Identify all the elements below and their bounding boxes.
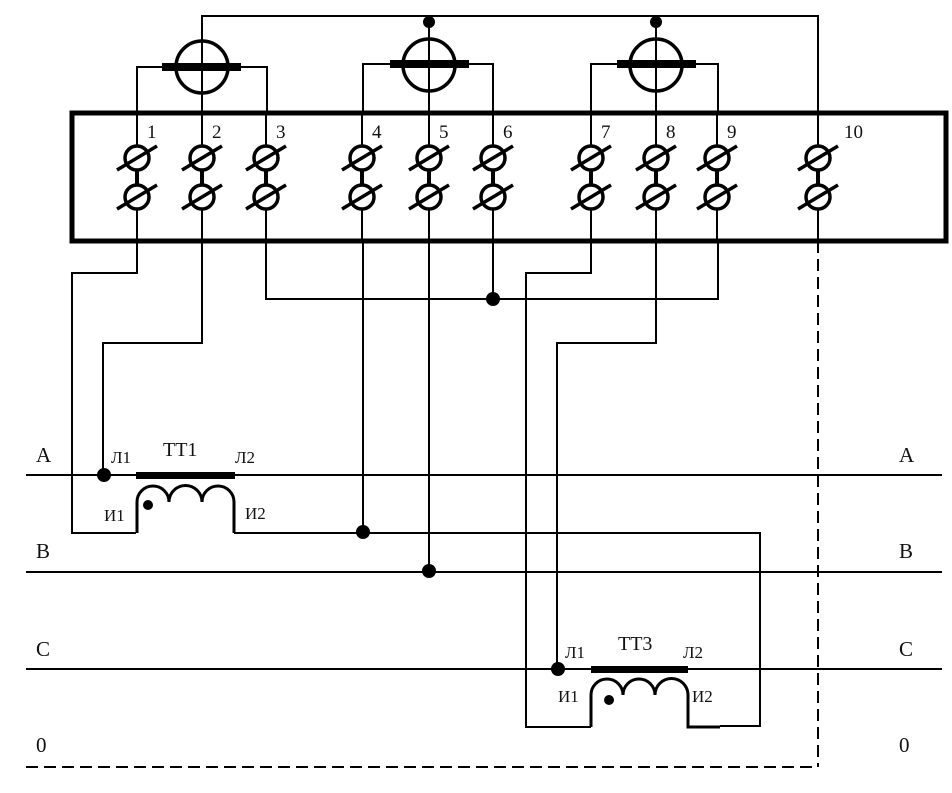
screw-slash-icon xyxy=(408,144,450,172)
screw-slash-icon xyxy=(245,144,287,172)
screw-slash-icon xyxy=(797,183,839,211)
current-transformer-tt3: TT3 Л1 Л2 И1 И2 xyxy=(558,633,720,729)
screw-slash-icon xyxy=(245,183,287,211)
wire-t1-to-tt1-i1 xyxy=(71,241,138,534)
phase-label-left-b: B xyxy=(36,539,50,563)
secondary-coil-icon xyxy=(135,484,236,533)
screw-slash-icon xyxy=(570,183,612,211)
terminal-8: 8 xyxy=(635,113,677,241)
terminal-4: 4 xyxy=(341,113,383,241)
terminal-number: 4 xyxy=(372,122,382,143)
terminal-block xyxy=(69,110,949,244)
screw-slash-icon xyxy=(116,183,158,211)
screw-slash-icon xyxy=(696,183,738,211)
terminal-7: 7 xyxy=(570,113,612,241)
secondary-coil-icon xyxy=(589,677,720,729)
screw-slash-icon xyxy=(341,183,383,211)
phase-label-left-0: 0 xyxy=(36,733,47,757)
terminal-number: 8 xyxy=(666,122,676,143)
polarity-dot-icon xyxy=(143,500,153,510)
terminal-number: 10 xyxy=(844,122,863,143)
meter-element-2 xyxy=(390,37,469,93)
screw-slash-icon xyxy=(341,144,383,172)
terminal-2: 2 xyxy=(181,113,223,241)
wire-t8-to-tt3-l1 xyxy=(556,241,657,669)
polarity-dot-icon xyxy=(604,695,614,705)
phase-label-left-c: C xyxy=(36,637,50,661)
phase-label-right-b: B xyxy=(899,539,913,563)
screw-slash-icon xyxy=(635,183,677,211)
junction-dot xyxy=(97,468,111,482)
current-coil-icon xyxy=(162,63,241,71)
tt1-label: TT1 xyxy=(163,439,197,461)
junction-dot xyxy=(356,525,370,539)
screw-slash-icon xyxy=(408,183,450,211)
terminal-number: 6 xyxy=(503,122,513,143)
terminal-number: 7 xyxy=(601,122,611,143)
screw-slash-icon xyxy=(472,183,514,211)
terminal-9: 9 xyxy=(696,113,738,241)
tt3-l2-label: Л2 xyxy=(683,643,703,662)
screw-slash-icon xyxy=(570,144,612,172)
phase-label-left-a: A xyxy=(36,443,52,467)
current-coil-icon xyxy=(390,60,469,68)
tt3-i1-label: И1 xyxy=(558,687,579,706)
tt1-i1-label: И1 xyxy=(104,506,125,525)
screw-slash-icon xyxy=(181,183,223,211)
meter-element-3 xyxy=(617,37,696,93)
terminal-1: 1 xyxy=(116,113,158,241)
terminal-10: 10 xyxy=(797,113,863,241)
terminal-6: 6 xyxy=(472,113,514,241)
phase-lines xyxy=(26,474,942,768)
terminal-3: 3 xyxy=(245,113,287,241)
junction-dot xyxy=(650,16,662,28)
screw-slash-icon xyxy=(472,144,514,172)
tt1-i2-label: И2 xyxy=(245,504,266,523)
wire-tt1-i2-return xyxy=(235,532,761,727)
wire-top-bus xyxy=(201,15,819,112)
screw-slash-icon xyxy=(181,144,223,172)
current-transformer-tt1: TT1 Л1 Л2 И1 И2 xyxy=(104,439,266,534)
terminals: 1 2 3 4 5 6 7 8 9 10 xyxy=(116,113,863,241)
phase-label-right-a: A xyxy=(899,443,915,467)
junction-dot xyxy=(423,16,435,28)
wire-t7-to-tt3-i1 xyxy=(525,241,592,728)
tt1-l2-label: Л2 xyxy=(235,448,255,467)
tt3-l1-label: Л1 xyxy=(565,643,585,662)
junction-dot xyxy=(551,662,565,676)
screw-slash-icon xyxy=(116,144,158,172)
wire-t2-to-tt1-l1 xyxy=(102,241,203,475)
current-coil-icon xyxy=(617,60,696,68)
terminal-number: 3 xyxy=(276,122,286,143)
junction-dot xyxy=(422,564,436,578)
wire-meter3-current xyxy=(590,63,719,112)
screw-slash-icon xyxy=(635,144,677,172)
primary-winding-icon xyxy=(591,666,688,673)
phase-label-right-c: C xyxy=(899,637,913,661)
screw-slash-icon xyxy=(797,144,839,172)
meter-element-1 xyxy=(162,39,241,95)
phase-label-right-0: 0 xyxy=(899,733,910,757)
terminal-number: 9 xyxy=(727,122,737,143)
lower-wiring xyxy=(71,241,819,767)
junction-dot xyxy=(486,292,500,306)
tt3-label: TT3 xyxy=(618,633,652,655)
terminal-5: 5 xyxy=(408,113,450,241)
tt1-l1-label: Л1 xyxy=(111,448,131,467)
tt3-i2-label: И2 xyxy=(692,687,713,706)
terminal-number: 1 xyxy=(147,122,157,143)
primary-winding-icon xyxy=(136,472,235,479)
terminal-number: 5 xyxy=(439,122,449,143)
terminal-number: 2 xyxy=(212,122,222,143)
screw-slash-icon xyxy=(696,144,738,172)
